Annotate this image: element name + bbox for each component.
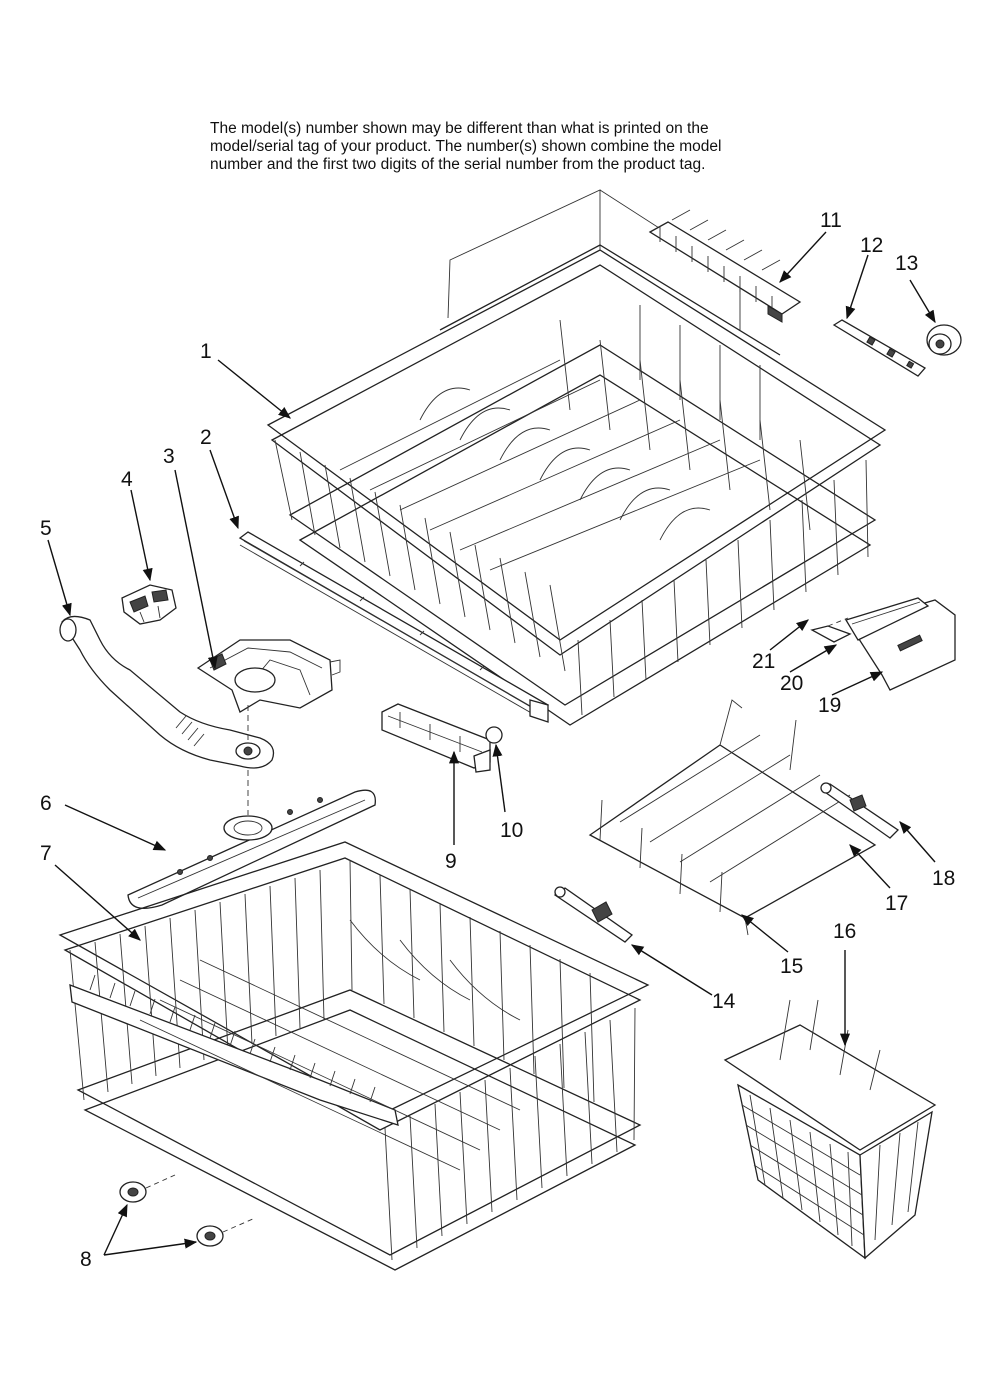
callout-16: 16	[833, 920, 856, 943]
clip-14	[553, 886, 634, 943]
note-line-2: model/serial tag of your product. The nu…	[210, 138, 722, 155]
callout-8: 8	[80, 1248, 92, 1271]
manifold	[196, 639, 341, 713]
bracket-part	[381, 703, 491, 773]
model-number-note: The model(s) number shown may be differe…	[210, 120, 810, 174]
callout-4: 4	[121, 468, 133, 491]
callout-18: 18	[932, 867, 955, 890]
adjuster-strip	[832, 319, 927, 377]
lower-rack	[58, 841, 650, 1271]
wire-insert	[588, 699, 877, 936]
callout-6: 6	[40, 792, 52, 815]
feed-tube	[59, 615, 275, 769]
note-line-3: number and the first two digits of the s…	[210, 156, 706, 173]
callout-19: 19	[818, 694, 841, 717]
leader-lines	[47, 231, 936, 1256]
callout-11: 11	[820, 209, 842, 232]
callout-10: 10	[500, 819, 523, 842]
note-line-1: The model(s) number shown may be differe…	[210, 120, 709, 137]
callout-9: 9	[445, 850, 457, 873]
callout-12: 12	[860, 234, 883, 257]
callout-13: 13	[895, 252, 918, 275]
callout-1: 1	[200, 340, 212, 363]
tine-row	[648, 209, 802, 323]
silverware-basket	[723, 999, 937, 1260]
callout-21: 21	[752, 650, 775, 673]
rack-handle	[810, 597, 956, 691]
clip-part	[121, 584, 177, 625]
callout-numbers: 1 2 3 4 5 6 7 8 9 10 11 12 13 14 15 16 1…	[40, 209, 955, 1271]
callout-20: 20	[780, 672, 803, 695]
rack-wheels	[119, 1174, 256, 1247]
rack-rail	[238, 531, 550, 723]
upper-rack	[266, 189, 887, 726]
callout-17: 17	[885, 892, 908, 915]
callout-7: 7	[40, 842, 52, 865]
callout-2: 2	[200, 426, 212, 449]
rack-roller	[926, 324, 962, 356]
clip-18	[820, 782, 900, 839]
spray-arm	[127, 770, 376, 909]
callout-14: 14	[712, 990, 736, 1013]
callout-5: 5	[40, 517, 52, 540]
callout-3: 3	[163, 445, 175, 468]
small-ball	[485, 726, 503, 744]
callout-15: 15	[780, 955, 803, 978]
